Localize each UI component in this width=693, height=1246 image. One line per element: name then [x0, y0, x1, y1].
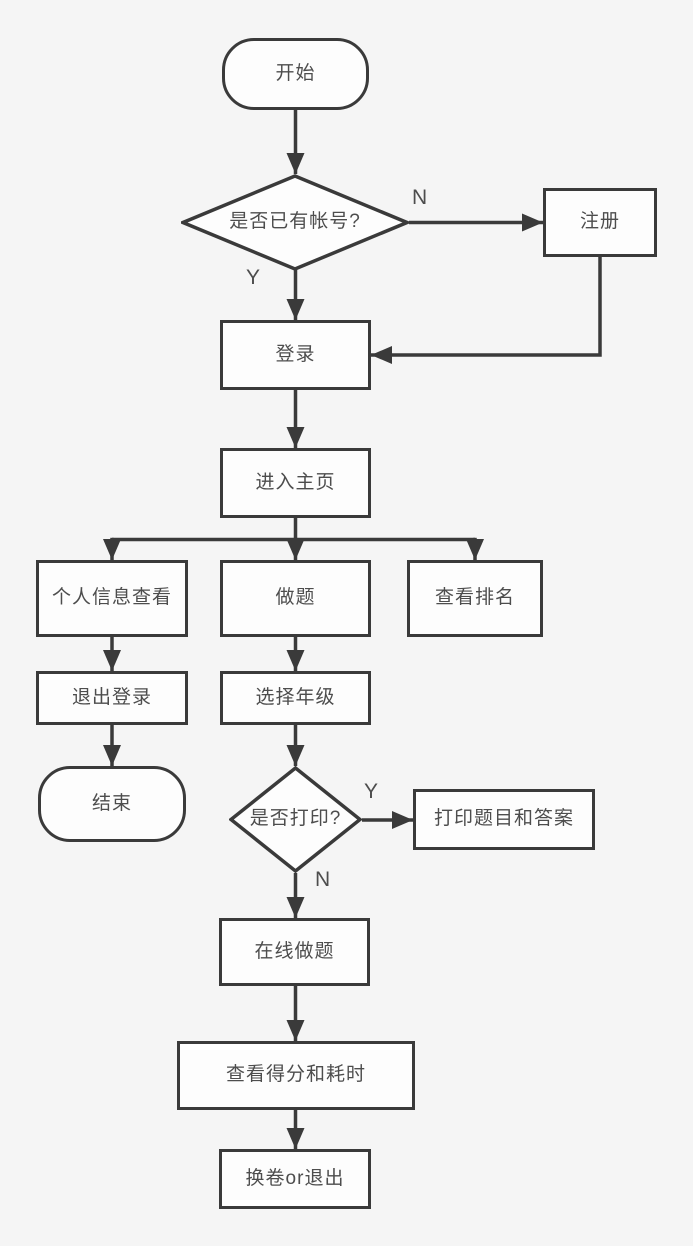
node-start: 开始 — [222, 38, 369, 110]
edge-label-print-no: N — [315, 868, 331, 891]
node-view-score: 查看得分和耗时 — [177, 1041, 415, 1110]
node-select-grade-label: 选择年级 — [255, 686, 336, 708]
node-view-score-label: 查看得分和耗时 — [225, 1064, 366, 1086]
diamond-shape — [229, 766, 362, 873]
node-change-or-exit-label: 换卷or退出 — [245, 1167, 345, 1189]
node-end: 结束 — [38, 766, 186, 842]
node-view-ranking: 查看排名 — [407, 560, 543, 637]
edge-label-has-account-yes: Y — [246, 266, 261, 289]
node-change-or-exit: 换卷or退出 — [219, 1149, 371, 1209]
node-register: 注册 — [543, 188, 657, 257]
edge-label-has-account-no: N — [412, 186, 428, 209]
node-end-label: 结束 — [91, 792, 132, 814]
node-online-questions: 在线做题 — [219, 918, 370, 986]
node-print-decision-label: 是否打印? — [249, 808, 342, 830]
node-print-qa: 打印题目和答案 — [413, 789, 595, 850]
node-view-ranking-label: 查看排名 — [434, 587, 515, 609]
edge-label-print-yes: Y — [364, 780, 379, 803]
node-do-questions-label: 做题 — [275, 587, 316, 609]
node-register-label: 注册 — [579, 211, 620, 233]
node-start-label: 开始 — [275, 62, 316, 84]
node-print-decision: 是否打印? — [229, 766, 362, 873]
node-print-qa-label: 打印题目和答案 — [433, 808, 574, 830]
node-do-questions: 做题 — [220, 560, 371, 637]
node-homepage: 进入主页 — [220, 448, 371, 518]
node-homepage-label: 进入主页 — [255, 471, 336, 493]
node-online-questions-label: 在线做题 — [254, 940, 335, 962]
node-has-account-decision: 是否已有帐号? — [181, 174, 409, 271]
node-login-label: 登录 — [275, 343, 316, 365]
node-select-grade: 选择年级 — [220, 671, 371, 725]
node-personal-info-label: 个人信息查看 — [51, 587, 172, 609]
edge-homepage-split — [112, 518, 475, 542]
node-has-account-label: 是否已有帐号? — [229, 211, 361, 233]
diamond-shape — [181, 174, 409, 271]
node-personal-info: 个人信息查看 — [36, 560, 188, 637]
node-logout-label: 退出登录 — [71, 686, 152, 708]
node-login: 登录 — [220, 320, 371, 390]
edge-register-login — [371, 257, 602, 364]
node-logout: 退出登录 — [36, 671, 188, 725]
